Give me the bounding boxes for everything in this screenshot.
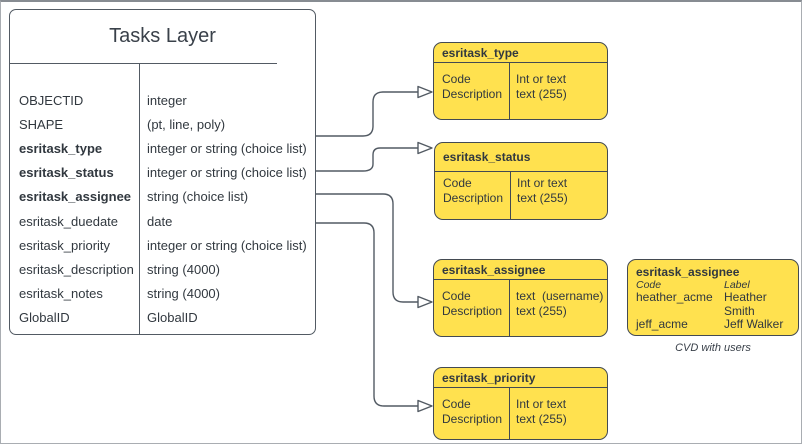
edge-status — [316, 147, 418, 172]
field-name: esritask_notes — [19, 286, 103, 302]
cvd-label: Jeff Walker — [724, 317, 784, 331]
field-name: esritask_description — [19, 261, 134, 277]
choice-type: Int or text — [517, 176, 568, 190]
cvd-table-title: esritask_assignee — [636, 265, 740, 279]
table-row: esritask_assignee string (choice list) — [10, 185, 315, 209]
choice-field: Code — [442, 289, 471, 303]
cvd-caption: CVD with users — [675, 342, 751, 354]
table-row: esritask_description string (4000) — [10, 257, 315, 281]
choice-type: text (255) — [516, 304, 567, 318]
table-row: esritask_type integer or string (choice l… — [10, 136, 315, 160]
field-name: OBJECTID — [19, 92, 84, 108]
cvd-col-header-code: Code — [636, 279, 662, 291]
choice-types: text (username)text (255) — [510, 280, 607, 336]
column-divider-line — [139, 63, 140, 334]
choice-type: text (255) — [516, 87, 567, 101]
field-name: esritask_type — [19, 140, 103, 156]
edge-type — [316, 91, 418, 137]
field-name: esritask_assignee — [19, 189, 132, 205]
choice-field: Code — [442, 72, 471, 86]
tasks-layer-table[interactable]: Tasks Layer OBJECTID integer SHAPE (pt, li… — [9, 9, 316, 335]
field-type: integer or string (choice list) — [147, 165, 307, 181]
field-name: esritask_status — [19, 165, 114, 181]
cvd-code: heather_acme — [636, 290, 713, 304]
table-row: esritask_duedate date — [10, 209, 315, 233]
table-row: OBJECTID integer — [10, 88, 315, 112]
choice-field: Code — [443, 176, 472, 190]
choice-table-title: esritask_type — [434, 43, 607, 63]
field-name: esritask_priority — [19, 237, 111, 253]
choice-field: Description — [443, 191, 504, 205]
edge-assignee — [316, 193, 418, 303]
arrowhead-icon — [417, 295, 433, 309]
field-type: string (4000) — [147, 261, 220, 277]
choice-type: Int or text — [516, 397, 567, 411]
cvd-ellipsis: .... — [636, 331, 798, 335]
table-row: SHAPE (pt, line, poly) — [10, 112, 315, 136]
cvd-label: Heather Smith — [724, 290, 767, 318]
table-row: esritask_status integer or string (choice… — [10, 161, 315, 185]
field-name: esritask_duedate — [19, 213, 119, 229]
table-row: GlobalID GlobalID — [10, 306, 315, 330]
field-type: integer — [147, 92, 187, 108]
choice-field: Code — [442, 397, 471, 411]
tasks-layer-title: Tasks Layer — [109, 25, 216, 47]
table-row: esritask_notes string (4000) — [10, 282, 315, 306]
choice-field: Description — [442, 412, 503, 426]
title-divider-line — [10, 63, 277, 64]
field-type: integer or string (choice list) — [147, 237, 307, 253]
field-name: SHAPE — [19, 116, 64, 132]
field-name: GlobalID — [19, 310, 70, 326]
choice-type: text (255) — [516, 412, 567, 426]
choice-field: Description — [442, 87, 503, 101]
field-rows: OBJECTID integer SHAPE (pt, line, poly) es… — [10, 88, 315, 330]
cvd-users-table[interactable]: esritask_assignee Code Label heather_acm… — [627, 259, 799, 336]
arrowhead-icon — [417, 85, 433, 99]
field-type: GlobalID — [147, 310, 198, 326]
cvd-code: jeff_acme — [636, 317, 688, 331]
choice-type: text (255) — [517, 191, 568, 205]
choice-type: text (username) — [516, 289, 604, 303]
edge-priority — [316, 222, 418, 407]
cvd-table-grid: Code Label heather_acme Heather Smith je… — [636, 279, 798, 332]
choice-field: Description — [442, 304, 503, 318]
choice-table-title: esritask_assignee — [434, 260, 607, 280]
choice-type: Int or text — [516, 72, 567, 86]
field-type: (pt, line, poly) — [147, 116, 226, 132]
arrowhead-icon — [417, 141, 433, 155]
arrowhead-icon — [417, 399, 433, 413]
field-type: string (choice list) — [147, 189, 249, 205]
table-row: esritask_priority integer or string (choi… — [10, 233, 315, 257]
choice-table-title: esritask_priority — [434, 368, 607, 388]
field-type: string (4000) — [147, 286, 220, 302]
field-type: integer or string (choice list) — [147, 140, 307, 156]
cvd-col-header-label: Label — [724, 279, 750, 291]
choice-table-title: esritask_status — [435, 143, 607, 172]
field-type: date — [147, 213, 173, 229]
